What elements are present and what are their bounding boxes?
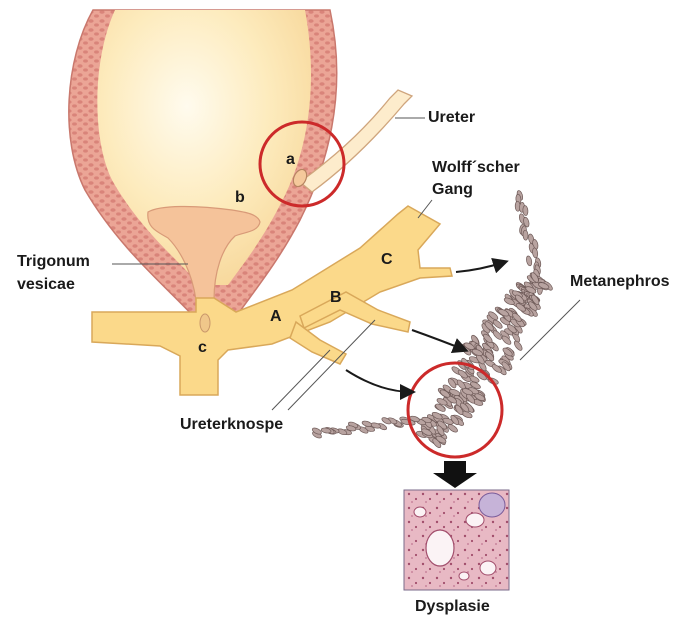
marker-b: b <box>235 188 245 207</box>
marker-A: A <box>270 307 282 326</box>
marker-B: B <box>330 288 342 307</box>
metanephros-cell <box>361 420 372 428</box>
dysplasia-histology-image <box>404 490 509 590</box>
label-dysplasie: Dysplasie <box>415 597 490 616</box>
label-wolff-line1: Wolff´scher <box>432 158 520 177</box>
arrow-a <box>346 370 412 392</box>
marker-a: a <box>286 150 295 169</box>
leader-ureterknospe-1 <box>272 350 330 410</box>
label-ureter: Ureter <box>428 108 475 127</box>
label-metanephros: Metanephros <box>570 272 670 291</box>
arrow-b <box>412 330 465 350</box>
label-ureterknospe: Ureterknospe <box>180 415 283 434</box>
arrow-c <box>456 262 505 272</box>
marker-C: C <box>381 250 393 269</box>
ureteric-bud-branch-a <box>290 322 346 364</box>
label-trigonum-line1: Trigonum <box>17 252 90 271</box>
metanephros-cell <box>526 255 533 266</box>
metanephros-cell <box>523 230 529 240</box>
label-wolff-line2: Gang <box>432 180 473 199</box>
metanephros-cell <box>522 205 528 215</box>
metanephros-cell <box>491 363 503 374</box>
marker-c: c <box>198 338 207 357</box>
down-arrow <box>433 461 477 488</box>
label-trigonum-line2: vesicae <box>17 275 75 294</box>
